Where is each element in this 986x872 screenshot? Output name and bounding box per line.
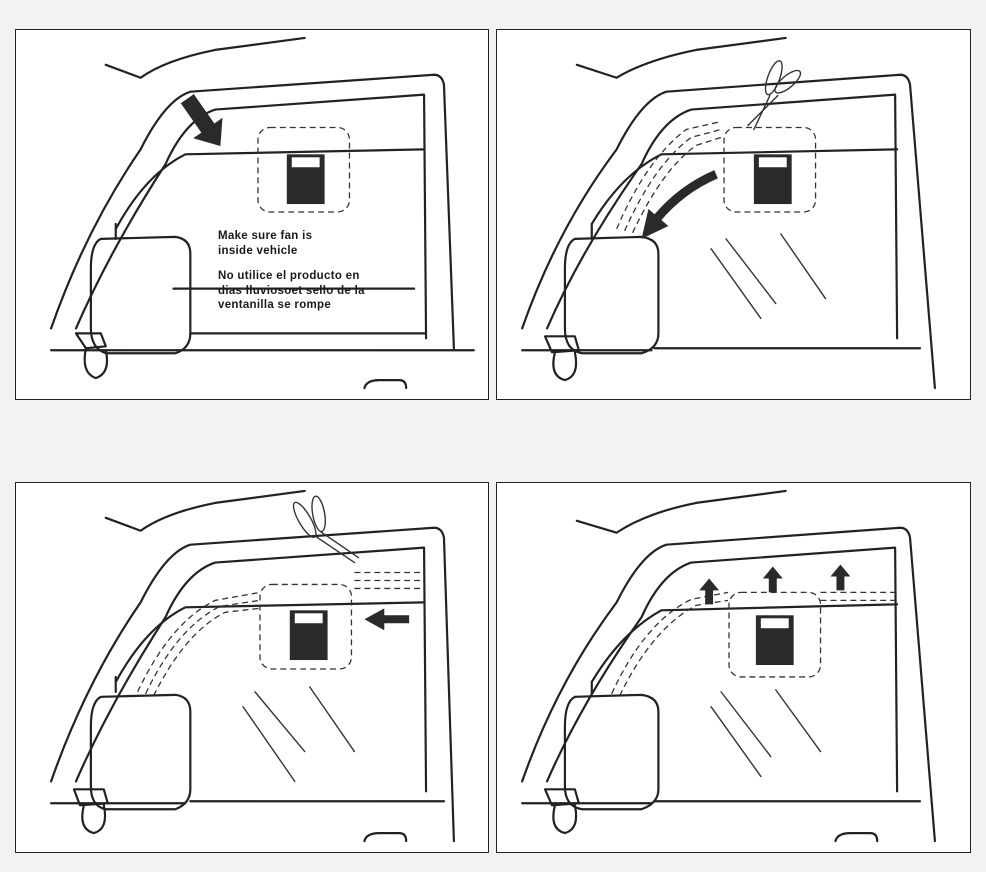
- instruction-panel-2: [496, 29, 971, 400]
- car-door-illustration: [521, 36, 937, 390]
- car-door-illustration: [49, 36, 475, 390]
- scissors-icon: [747, 60, 802, 131]
- fan-outline: [723, 126, 817, 213]
- fan-outline: [257, 126, 351, 213]
- left-arrow-icon: [364, 608, 410, 631]
- up-arrow-icon: [699, 578, 720, 605]
- instruction-text: Make sure fan is inside vehicle No utili…: [218, 229, 365, 324]
- up-arrow-icon: [830, 564, 851, 591]
- note-spanish: No utilice el producto en dias lluviosoe…: [218, 270, 365, 311]
- note-english: Make sure fan is inside vehicle: [218, 230, 313, 257]
- up-arrow-icon: [762, 566, 783, 593]
- fan-outline: [259, 583, 353, 670]
- down-right-arrow-icon: [180, 94, 223, 146]
- car-door-illustration: [49, 489, 455, 843]
- car-door-illustration: [521, 489, 937, 843]
- curved-arrow-icon: [641, 170, 718, 239]
- instruction-panel-1: Make sure fan is inside vehicle No utili…: [15, 29, 489, 400]
- instruction-panel-4: [496, 482, 971, 853]
- scissors-icon: [292, 495, 360, 564]
- instruction-panel-3: [15, 482, 489, 853]
